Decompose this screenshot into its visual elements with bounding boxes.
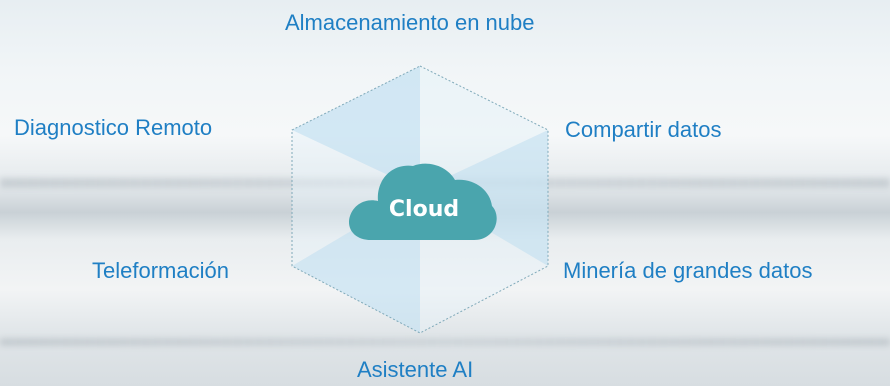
label-remote-diagnostics: Diagnostico Remoto: [14, 115, 213, 140]
cloud-icon: [348, 163, 497, 240]
label-big-data-mining: Minería de grandes datos: [563, 258, 813, 283]
label-cloud-storage: Almacenamiento en nube: [285, 10, 535, 35]
hex-panel-top-left: [292, 66, 420, 190]
label-teletraining: Teleformación: [92, 258, 229, 283]
hex-panel-top-right: [420, 66, 548, 190]
background-band-lower: [0, 338, 890, 346]
label-ai-assistant: Asistente AI: [357, 357, 474, 382]
label-data-sharing: Compartir datos: [565, 117, 722, 142]
hex-panel-left: [292, 130, 420, 266]
hexagon-outline: [291, 65, 549, 334]
cloud-center-label: Cloud: [388, 197, 460, 222]
